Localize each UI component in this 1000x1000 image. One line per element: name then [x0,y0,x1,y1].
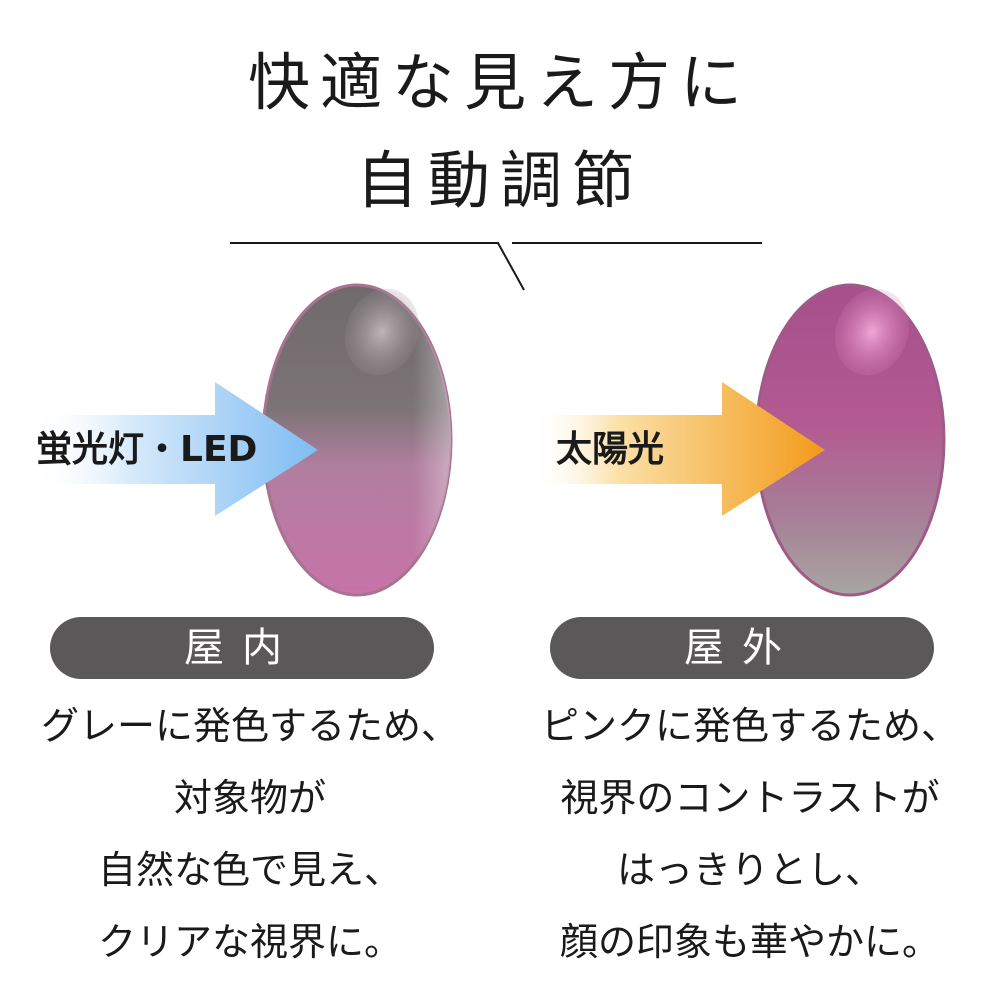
indoor-light-label: 蛍光灯・LED [36,429,258,470]
outdoor-description: ピンクに発色するため、 視界のコントラストが はっきりとし、 顔の印象も華やかに… [510,690,990,978]
indoor-description-line: クリアな視界に。 [97,920,402,964]
sunlight-arrow [530,382,825,516]
heading-line-2: 自動調節 [355,144,644,217]
outdoor-lens [754,283,946,597]
outdoor-description-line: はっきりとし、 [616,848,883,892]
indoor-description-line: 対象物が [173,776,326,820]
outdoor-description-line: 視界のコントラストが [560,776,940,820]
outdoor-badge-label: 屋外 [684,625,800,671]
sunlight-label: 太陽光 [556,429,665,470]
indoor-description-line: グレーに発色するため、 [40,704,459,748]
indoor-description: グレーに発色するため、 対象物が 自然な色で見え、 クリアな視界に。 [10,690,490,978]
outdoor-badge: 屋外 [550,617,934,679]
indoor-lens [261,283,453,597]
outdoor-description-line: 顔の印象も華やかに。 [559,920,940,964]
indoor-description-line: 自然な色で見え、 [97,848,402,892]
indoor-badge-label: 屋内 [184,625,300,671]
outdoor-description-line: ピンクに発色するため、 [540,704,959,748]
indoor-badge: 屋内 [50,617,434,679]
heading-line-1: 快適な見え方に [247,46,752,119]
indoor-light-arrow [30,382,318,516]
